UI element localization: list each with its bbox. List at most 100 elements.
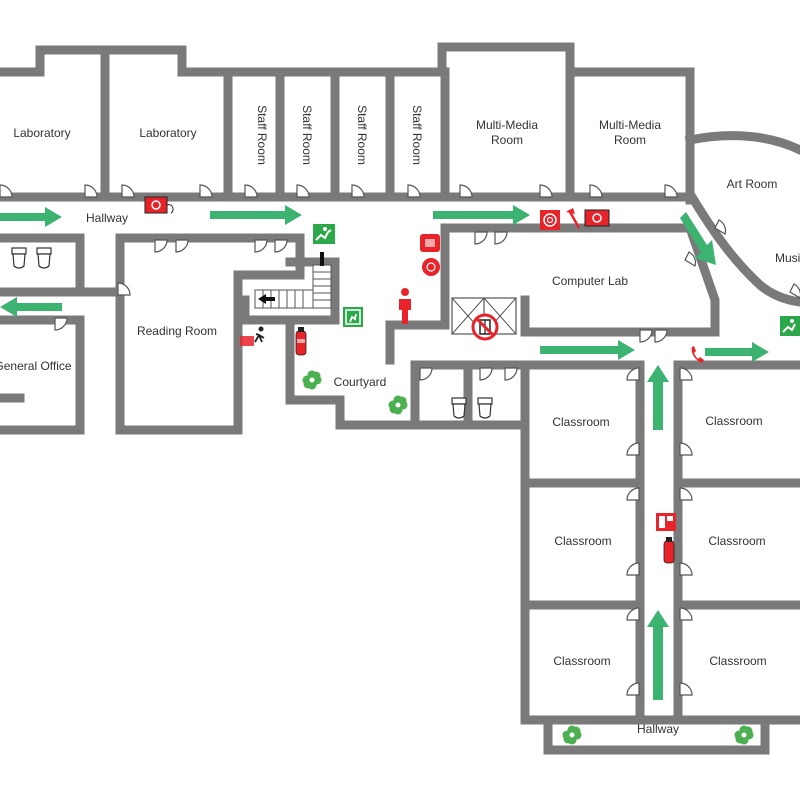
door xyxy=(679,562,693,576)
doors xyxy=(0,184,800,696)
door xyxy=(679,487,693,501)
door xyxy=(714,219,727,235)
arrow-up-2 xyxy=(647,610,669,700)
toilet-icon xyxy=(477,397,493,419)
door xyxy=(54,317,68,331)
label-multi-media-1-line2: Room xyxy=(491,133,523,147)
plant-icon xyxy=(388,395,408,415)
door xyxy=(351,184,365,198)
door xyxy=(626,607,640,621)
arrow-right-1 xyxy=(0,207,62,227)
arrow-right-2 xyxy=(210,205,302,225)
door xyxy=(84,184,98,198)
label-general-office: General Office xyxy=(0,359,72,373)
wall-courtyard xyxy=(285,315,530,430)
walls xyxy=(0,42,800,755)
door xyxy=(589,184,603,198)
arrow-right-3 xyxy=(433,205,530,225)
wall-art-curve xyxy=(684,131,800,156)
plant-icon xyxy=(562,725,582,745)
wall-restroom-left xyxy=(0,233,85,295)
plants xyxy=(302,370,754,745)
door xyxy=(0,184,13,198)
door xyxy=(626,487,640,501)
door xyxy=(639,329,653,343)
label-laboratory-2: Laboratory xyxy=(139,126,196,140)
door xyxy=(474,231,488,245)
person-icon xyxy=(399,288,411,324)
label-multi-media-1-line1: Multi-Media xyxy=(476,118,538,132)
door xyxy=(244,184,258,198)
door xyxy=(175,239,189,253)
plant-icon xyxy=(302,370,322,390)
fire-extinguisher-icon xyxy=(663,537,675,564)
door xyxy=(494,231,508,245)
stairs-icon xyxy=(254,252,332,309)
door xyxy=(419,367,433,381)
wall-computer-lab xyxy=(440,223,720,337)
wall-art-lower xyxy=(685,190,800,307)
door xyxy=(296,184,310,198)
door xyxy=(459,184,473,198)
door xyxy=(679,442,693,456)
door xyxy=(539,184,553,198)
fire-alarm-icon xyxy=(422,258,440,276)
label-staff-room-3: Staff Room xyxy=(355,105,369,165)
label-music: Music xyxy=(775,251,800,265)
label-computer-lab: Computer Lab xyxy=(552,274,628,288)
fire-hose-icon xyxy=(584,209,610,227)
label-classroom-2: Classroom xyxy=(705,414,762,428)
wall-reading-room xyxy=(115,233,305,435)
arrow-up-1 xyxy=(647,365,669,430)
door xyxy=(626,562,640,576)
label-courtyard: Courtyard xyxy=(334,375,387,389)
label-laboratory-1: Laboratory xyxy=(13,126,70,140)
door xyxy=(504,367,518,381)
arrow-diag-1 xyxy=(680,212,716,265)
exit-sign-icon xyxy=(780,316,800,336)
door xyxy=(254,239,268,253)
toilets xyxy=(11,247,493,419)
label-classroom-6: Classroom xyxy=(709,654,766,668)
label-staff-room-1: Staff Room xyxy=(255,105,269,165)
wall-general-office xyxy=(0,315,85,435)
fire-hose-icon xyxy=(144,196,174,214)
fire-sign-icon xyxy=(656,513,676,531)
toilet-icon xyxy=(36,247,52,269)
door xyxy=(479,367,493,381)
label-reading-room: Reading Room xyxy=(137,324,217,338)
label-classroom-4: Classroom xyxy=(708,534,765,548)
arrow-left-1 xyxy=(0,297,62,317)
door xyxy=(121,184,135,198)
fire-extinguisher-icon xyxy=(295,327,307,356)
label-staff-room-2: Staff Room xyxy=(300,105,314,165)
door xyxy=(407,184,421,198)
door xyxy=(199,184,213,198)
toilet-icon xyxy=(11,247,27,269)
evacuation-arrows xyxy=(0,205,769,700)
no-elevator-sign-icon xyxy=(471,313,499,341)
toilet-icon xyxy=(451,397,467,419)
label-hallway-bottom: Hallway xyxy=(637,722,679,736)
label-classroom-1: Classroom xyxy=(552,415,609,429)
door xyxy=(274,239,288,253)
fire-phone-icon xyxy=(420,234,440,252)
door xyxy=(117,282,131,296)
door xyxy=(679,367,693,381)
door xyxy=(154,239,168,253)
door xyxy=(684,251,697,267)
label-multi-media-2-line2: Room xyxy=(614,133,646,147)
arrow-right-4 xyxy=(540,340,635,360)
door xyxy=(654,329,668,343)
door xyxy=(679,607,693,621)
wall-courtyard-stub xyxy=(385,320,450,365)
fire-hose-reel-icon xyxy=(540,210,560,230)
label-multi-media-2-line1: Multi-Media xyxy=(599,118,661,132)
label-hallway-top: Hallway xyxy=(86,211,128,225)
label-art-room: Art Room xyxy=(727,177,778,191)
door xyxy=(679,682,693,696)
exit-running-man-icon xyxy=(240,326,265,346)
door xyxy=(626,442,640,456)
door xyxy=(626,367,640,381)
